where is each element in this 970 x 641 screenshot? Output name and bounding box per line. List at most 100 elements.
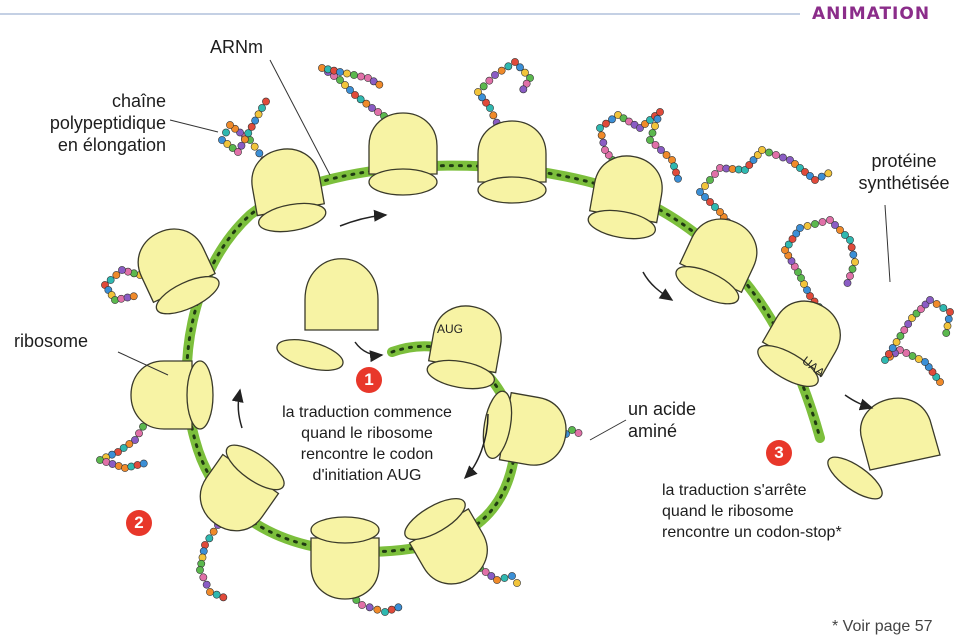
amino-acid-bead bbox=[113, 271, 120, 278]
step-3-line: quand le ribosome bbox=[662, 501, 842, 522]
amino-acid-bead bbox=[203, 581, 210, 588]
chain-label-line2: polypeptidique bbox=[14, 112, 166, 134]
amino-acid-bead bbox=[262, 98, 269, 105]
amino-acid-bead bbox=[848, 244, 855, 251]
animation-banner: ANIMATION bbox=[812, 4, 930, 24]
amino-acid-bead bbox=[118, 295, 125, 302]
ribosome bbox=[425, 301, 506, 394]
amino-acid-bead bbox=[343, 70, 350, 77]
amino-acid-bead bbox=[654, 115, 661, 122]
step-2-badge: 2 bbox=[126, 510, 152, 536]
amino-acid-bead bbox=[945, 315, 952, 322]
amino-acid-bead bbox=[395, 604, 402, 611]
amino-acid-bead bbox=[846, 236, 853, 243]
amino-acid-bead bbox=[568, 426, 575, 433]
amino-acid-bead bbox=[844, 279, 851, 286]
amino-acid-bead bbox=[336, 68, 343, 75]
amino-acid-bead bbox=[706, 176, 713, 183]
amino-acid-bead bbox=[701, 182, 708, 189]
amino-acid-bead bbox=[602, 120, 609, 127]
amino-acid-bead bbox=[818, 173, 825, 180]
amino-label-line2: aminé bbox=[628, 420, 696, 442]
ribosome bbox=[247, 144, 328, 237]
amino-acid-bead bbox=[486, 77, 493, 84]
direction-arrow bbox=[340, 215, 386, 226]
amino-acid-bead bbox=[772, 151, 779, 158]
amino-acid-label: un acide aminé bbox=[628, 398, 696, 442]
amino-acid-bead bbox=[498, 67, 505, 74]
amino-acid-bead bbox=[758, 146, 765, 153]
amino-acid-bead bbox=[850, 251, 857, 258]
banner-film-icon bbox=[852, 12, 862, 22]
amino-acid-bead bbox=[124, 294, 131, 301]
free-large-subunit bbox=[305, 259, 378, 330]
amino-acid-bead bbox=[258, 104, 265, 111]
amino-acid-bead bbox=[846, 272, 853, 279]
step-1-caption: la traduction commence quand le ribosome… bbox=[262, 402, 472, 486]
protein-label: protéine synthétisée bbox=[848, 150, 960, 194]
amino-acid-bead bbox=[480, 83, 487, 90]
amino-acid-bead bbox=[350, 71, 357, 78]
amino-acid-bead bbox=[140, 460, 147, 467]
amino-acid-bead bbox=[210, 528, 217, 535]
amino-acid-bead bbox=[381, 608, 388, 615]
polypeptide-chain bbox=[476, 564, 520, 586]
amino-acid-bead bbox=[130, 293, 137, 300]
amino-acid-bead bbox=[376, 81, 383, 88]
amino-acid-bead bbox=[474, 88, 481, 95]
amino-acid-bead bbox=[196, 566, 203, 573]
amino-acid-bead bbox=[200, 574, 207, 581]
amino-acid-bead bbox=[575, 429, 582, 436]
footnote: * Voir page 57 bbox=[832, 616, 933, 637]
step-3-caption: la traduction s'arrête quand le ribosome… bbox=[662, 480, 842, 543]
amino-acid-bead bbox=[256, 150, 263, 157]
ribosome-large-subunit bbox=[131, 361, 192, 429]
ribosome-large-subunit bbox=[311, 538, 379, 599]
protein-label-line2: synthétisée bbox=[848, 172, 960, 194]
ribosome bbox=[399, 491, 499, 596]
direction-arrow bbox=[845, 395, 872, 408]
amino-acid-bead bbox=[649, 129, 656, 136]
amino-acid-bead bbox=[796, 224, 803, 231]
ribosome-small-subunit bbox=[478, 177, 546, 203]
amino-acid-bead bbox=[926, 296, 933, 303]
amino-acid-bead bbox=[111, 296, 118, 303]
amino-acid-bead bbox=[135, 430, 142, 437]
step-3-line: la traduction s'arrête bbox=[662, 480, 842, 501]
amino-acid-bead bbox=[199, 554, 206, 561]
free-small-subunit bbox=[274, 334, 346, 377]
amino-acid-bead bbox=[358, 601, 365, 608]
amino-acid-bead bbox=[198, 560, 205, 567]
leader-line bbox=[170, 120, 218, 132]
elongating-chain-label: chaîne polypeptidique en élongation bbox=[14, 90, 166, 156]
amino-acid-bead bbox=[222, 129, 229, 136]
codon-aug-label: AUG bbox=[437, 322, 463, 336]
amino-acid-bead bbox=[943, 329, 950, 336]
amino-acid-bead bbox=[206, 535, 213, 542]
step-1-line: rencontre le codon bbox=[262, 444, 472, 465]
amino-acid-bead bbox=[513, 579, 520, 586]
step-3-line: rencontre un codon-stop* bbox=[662, 522, 842, 543]
amino-acid-bead bbox=[226, 121, 233, 128]
amino-acid-bead bbox=[940, 304, 947, 311]
amino-acid-bead bbox=[220, 594, 227, 601]
amino-acid-bead bbox=[944, 322, 951, 329]
direction-arrow bbox=[238, 390, 242, 428]
amino-acid-bead bbox=[811, 176, 818, 183]
amino-acid-bead bbox=[107, 276, 114, 283]
step-1-badge: 1 bbox=[356, 367, 382, 393]
polypeptide-chain bbox=[196, 521, 227, 601]
amino-acid-bead bbox=[490, 112, 497, 119]
amino-acid-bead bbox=[933, 300, 940, 307]
ribosome-small-subunit bbox=[187, 361, 213, 429]
amino-acid-bead bbox=[819, 218, 826, 225]
step-1-line: la traduction commence bbox=[262, 402, 472, 423]
ribosome bbox=[586, 151, 667, 244]
amino-acid-bead bbox=[491, 71, 498, 78]
amino-acid-bead bbox=[711, 170, 718, 177]
chain-label-line3: en élongation bbox=[14, 134, 166, 156]
ribosome-large-subunit bbox=[369, 113, 437, 174]
ribosome-large-subunit bbox=[478, 121, 546, 182]
amino-acid-bead bbox=[696, 188, 703, 195]
